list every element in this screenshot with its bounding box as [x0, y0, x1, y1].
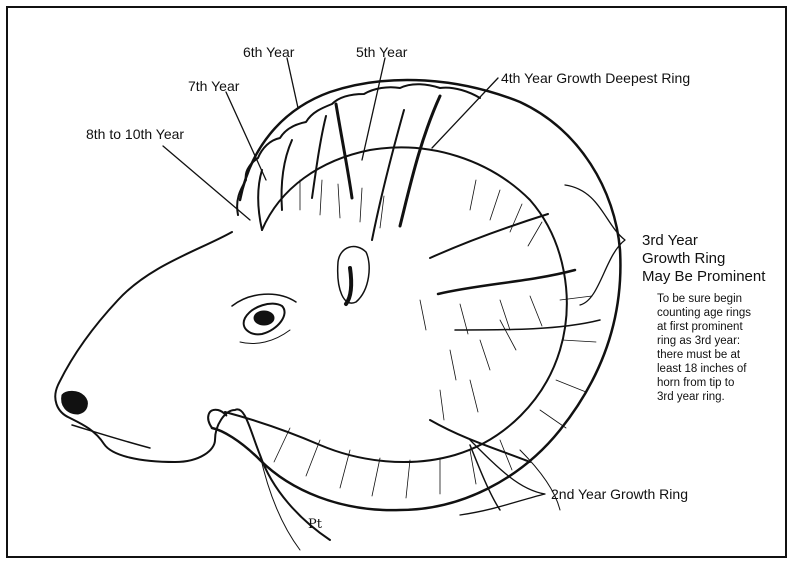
- label-3rd-year-line3: May Be Prominent: [642, 268, 765, 286]
- label-6th-year: 6th Year: [243, 44, 294, 61]
- label-5th-year: 5th Year: [356, 44, 407, 61]
- leader-8to10-year: [163, 146, 250, 220]
- ring-2: [430, 420, 530, 462]
- note-line: ring as 3rd year:: [657, 334, 751, 348]
- bracket-3rd-year: [565, 185, 625, 305]
- ram-head-outline: [55, 232, 330, 540]
- horn-ridges: [237, 84, 480, 215]
- note-line: least 18 inches of: [657, 362, 751, 376]
- leader-7th-year: [226, 92, 266, 180]
- artist-signature: Pt: [308, 516, 322, 533]
- age-counting-note: To be sure begin counting age rings at f…: [657, 292, 751, 404]
- ring-3: [438, 270, 575, 294]
- label-3rd-year-line1: 3rd Year: [642, 232, 765, 250]
- ram-nose: [62, 391, 88, 414]
- ram-ear: [338, 247, 369, 304]
- leader-6th-year: [287, 58, 298, 108]
- label-8to10-year: 8th to 10th Year: [86, 126, 184, 143]
- ring-6: [312, 116, 326, 198]
- ring-7: [281, 140, 292, 210]
- ring-5: [336, 104, 352, 198]
- note-line: at first prominent: [657, 320, 751, 334]
- label-3rd-year-line2: Growth Ring: [642, 250, 765, 268]
- note-line: there must be at: [657, 348, 751, 362]
- label-3rd-year: 3rd Year Growth Ring May Be Prominent: [642, 232, 765, 286]
- leader-5th-year: [362, 58, 385, 160]
- label-2nd-year: 2nd Year Growth Ring: [551, 486, 688, 503]
- ram-mouth: [72, 425, 150, 448]
- ring-8to10: [258, 170, 262, 230]
- ring-4: [400, 96, 440, 226]
- label-7th-year: 7th Year: [188, 78, 239, 95]
- note-line: counting age rings: [657, 306, 751, 320]
- note-line: 3rd year ring.: [657, 390, 751, 404]
- note-line: horn from tip to: [657, 376, 751, 390]
- note-line: To be sure begin: [657, 292, 751, 306]
- label-4th-year: 4th Year Growth Deepest Ring: [501, 70, 690, 87]
